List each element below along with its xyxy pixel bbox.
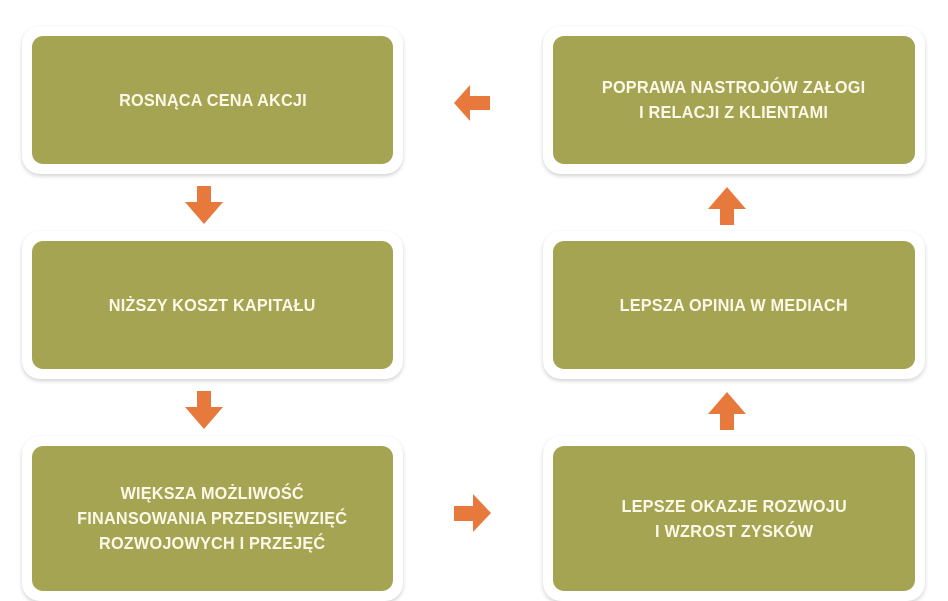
node-label: LEPSZE OKAZJE ROZWOJU I WZROST ZYSKÓW (621, 495, 847, 541)
node-body: LEPSZE OKAZJE ROZWOJU I WZROST ZYSKÓW (553, 446, 915, 591)
clipped-title-artifact (170, 0, 260, 6)
node-body: ROSNĄCA CENA AKCJI (32, 36, 393, 164)
node-rosnaca-cena-akcji[interactable]: ROSNĄCA CENA AKCJI (22, 26, 403, 174)
node-body: NIŻSZY KOSZT KAPITAŁU (32, 241, 393, 369)
node-nizszy-koszt-kapitalu[interactable]: NIŻSZY KOSZT KAPITAŁU (22, 231, 403, 379)
node-label: WIĘKSZA MOŻLIWOŚĆ FINANSOWANIA PRZEDSIĘW… (77, 483, 348, 553)
node-lepsza-opinia-w-mediach[interactable]: LEPSZA OPINIA W MEDIACH (543, 231, 925, 379)
node-body: LEPSZA OPINIA W MEDIACH (553, 241, 915, 369)
node-poprawa-nastrojow-zalogi[interactable]: POPRAWA NASTROJÓW ZAŁOGI I RELACJI Z KLI… (543, 26, 925, 174)
node-label: POPRAWA NASTROJÓW ZAŁOGI I RELACJI Z KLI… (602, 77, 866, 122)
node-label: ROSNĄCA CENA AKCJI (118, 89, 307, 110)
node-body: WIĘKSZA MOŻLIWOŚĆ FINANSOWANIA PRZEDSIĘW… (32, 446, 393, 591)
node-label: LEPSZA OPINIA W MEDIACH (619, 294, 849, 315)
node-wieksza-mozliwosc-finansowania[interactable]: WIĘKSZA MOŻLIWOŚĆ FINANSOWANIA PRZEDSIĘW… (22, 436, 403, 601)
node-body: POPRAWA NASTROJÓW ZAŁOGI I RELACJI Z KLI… (553, 36, 915, 164)
node-lepsze-okazje-rozwoju[interactable]: LEPSZE OKAZJE ROZWOJU I WZROST ZYSKÓW (543, 436, 925, 601)
node-label: NIŻSZY KOSZT KAPITAŁU (109, 294, 316, 315)
